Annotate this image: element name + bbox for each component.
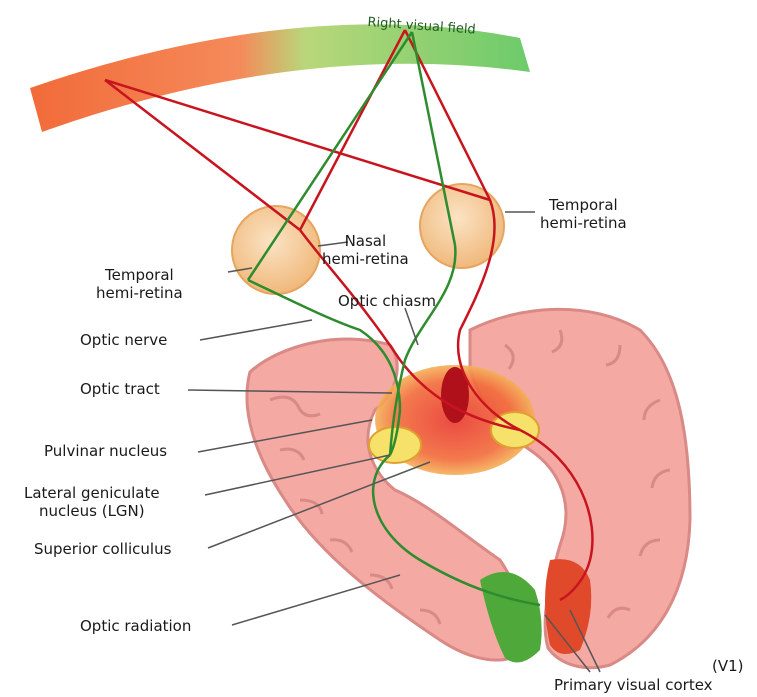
nasal-line1: Nasal: [322, 232, 409, 250]
optic-chiasm-label: Optic chiasm: [338, 292, 436, 310]
nasal-line2: hemi-retina: [322, 250, 409, 268]
temporal-left-line1: Temporal: [96, 266, 183, 284]
temporal-right-line2: hemi-retina: [540, 214, 627, 232]
optic-tract-label: Optic tract: [80, 380, 160, 398]
optic-radiation-label: Optic radiation: [80, 617, 191, 635]
lgn-label: Lateral geniculate nucleus (LGN): [24, 484, 160, 520]
primary-visual-cortex-label: Primary visual cortex: [554, 676, 713, 694]
temporal-right-line1: Temporal: [540, 196, 627, 214]
lgn-line2: nucleus (LGN): [24, 502, 160, 520]
temporal-hemi-retina-left-label: Temporal hemi-retina: [96, 266, 183, 302]
temporal-left-line2: hemi-retina: [96, 284, 183, 302]
optic-nerve-label: Optic nerve: [80, 331, 167, 349]
visual-field-band: [30, 24, 530, 132]
lgn-line1: Lateral geniculate: [24, 484, 160, 502]
v1-label: (V1): [712, 657, 744, 675]
temporal-hemi-retina-right-label: Temporal hemi-retina: [540, 196, 627, 232]
superior-colliculus-label: Superior colliculus: [34, 540, 171, 558]
nasal-hemi-retina-label: Nasal hemi-retina: [322, 232, 409, 268]
pulvinar-nucleus-label: Pulvinar nucleus: [44, 442, 167, 460]
